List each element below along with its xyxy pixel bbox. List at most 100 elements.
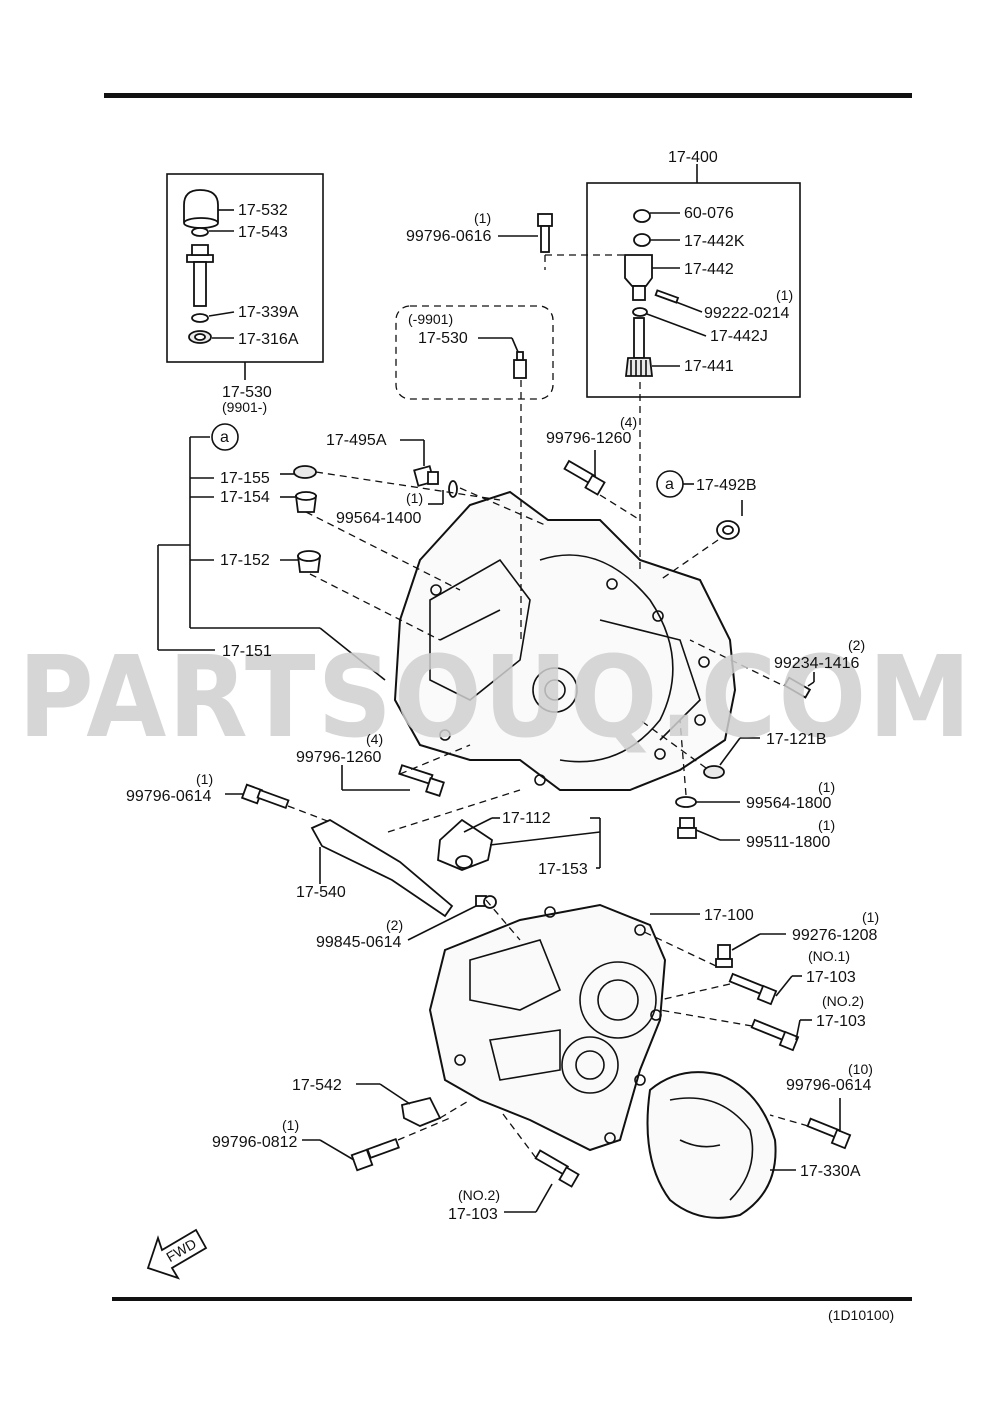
label-17-540: 17-540 — [296, 884, 346, 901]
bolt-99796-0614-left — [240, 783, 290, 810]
label-17-542: 17-542 — [292, 1077, 342, 1094]
clutch-housing — [393, 490, 737, 791]
label-17-400: 17-400 — [668, 149, 718, 166]
transmission-case — [428, 903, 667, 1152]
label-17-103-no2-bottom: 17-103 — [448, 1206, 498, 1223]
plug-17-495A — [413, 465, 439, 487]
part-17-492B-bushing — [716, 520, 740, 540]
label-qty-99796-1260-bottom: (4) — [366, 731, 383, 747]
label-variant-9901-old: (-9901) — [408, 311, 453, 327]
part-99222-0214-pin — [654, 289, 680, 304]
label-17-154: 17-154 — [220, 489, 270, 506]
label-17-530-new: 17-530 — [222, 384, 272, 401]
label-qty-99564-1800: (1) — [818, 779, 835, 795]
label-99796-0616: 99796-0616 — [406, 228, 492, 245]
label-17-316A: 17-316A — [238, 331, 299, 348]
label-17-153: 17-153 — [538, 861, 588, 878]
end-cover — [646, 1071, 777, 1219]
label-17-339A: 17-339A — [238, 304, 299, 321]
bolt-17-103-no1 — [728, 972, 778, 1006]
bolt-99276-1208 — [715, 944, 733, 968]
label-17-492B: 17-492B — [696, 477, 757, 494]
label-17-442K: 17-442K — [684, 233, 745, 250]
label-99511-1800: 99511-1800 — [746, 834, 830, 851]
label-qty-99222-0214: (1) — [776, 287, 793, 303]
label-17-151: 17-151 — [222, 643, 272, 660]
part-sensor-shaft — [186, 244, 214, 307]
label-no1: (NO.1) — [808, 948, 850, 964]
label-qty-99234-1416: (2) — [848, 637, 865, 653]
label-qty-99796-0812: (1) — [282, 1117, 299, 1133]
bolt-99845-0614 — [475, 895, 497, 909]
bolt-99796-0616 — [498, 213, 553, 253]
label-17-112: 17-112 — [502, 810, 551, 827]
label-99276-1208: 99276-1208 — [792, 927, 878, 944]
part-17-152-bushing — [296, 550, 322, 573]
bolt-99796-0812 — [350, 1137, 400, 1172]
label-99796-0614-left: 99796-0614 — [126, 788, 212, 805]
fwd-arrow-icon — [146, 1228, 208, 1280]
label-17-152: 17-152 — [220, 552, 270, 569]
diagram-code: (1D10100) — [828, 1307, 894, 1323]
top-rule — [104, 93, 912, 98]
label-17-103-no2-right: 17-103 — [816, 1013, 866, 1030]
bracket-17-112 — [437, 818, 494, 871]
part-labels: 17-400 60-076 17-442K 17-442 (1) 99222-0… — [126, 149, 894, 1323]
watermark-text: PARTSOUQ.COM — [18, 633, 973, 763]
label-qty-99796-1260-top: (4) — [620, 414, 637, 430]
gasket-99564-1400 — [448, 480, 458, 498]
part-17-530-sensor-old — [478, 337, 527, 379]
label-qty-99796-0614-left: (1) — [196, 771, 213, 787]
label-99222-0214: 99222-0214 — [704, 305, 790, 322]
label-99234-1416: 99234-1416 — [774, 655, 860, 672]
part-17-441-gear — [624, 317, 654, 377]
part-60-076-cap — [633, 209, 651, 223]
reference-marker-a-left — [211, 423, 239, 451]
part-17-442K-ring — [633, 233, 651, 247]
label-99796-1260-bottom: 99796-1260 — [296, 749, 382, 766]
pin-99234-1416 — [783, 676, 812, 699]
label-qty-99796-0616: (1) — [474, 210, 491, 226]
label-marker-a-left: a — [220, 429, 229, 446]
bracket-17-540 — [310, 818, 454, 918]
reference-marker-a-right — [656, 470, 684, 498]
bolt-99796-1260-bottom — [398, 764, 445, 797]
part-17-442-sleeve — [624, 254, 653, 301]
bolt-17-103-no2-bottom — [534, 1149, 580, 1188]
bottom-rule — [112, 1297, 912, 1301]
label-marker-a-right: a — [665, 476, 674, 493]
bolt-99796-0614-cover — [806, 1117, 852, 1150]
label-qty-99511-1800: (1) — [818, 817, 835, 833]
label-17-103-no1: 17-103 — [806, 969, 856, 986]
label-17-155: 17-155 — [220, 470, 270, 487]
label-17-495A: 17-495A — [326, 432, 387, 449]
bracket-17-542 — [400, 1096, 442, 1127]
label-17-121B: 17-121B — [766, 731, 827, 748]
part-17-316A-seal — [188, 330, 212, 344]
label-qty-99796-0614-cover: (10) — [848, 1061, 873, 1077]
speedometer-parts-box — [586, 182, 801, 398]
label-variant-9901-new: (9901-) — [222, 399, 267, 415]
label-17-543: 17-543 — [238, 224, 288, 241]
bolt-99796-1260-top — [563, 459, 606, 496]
bolt-17-103-no2-right — [750, 1018, 800, 1052]
label-99845-0614: 99845-0614 — [316, 934, 402, 951]
label-qty-99845-0614: (2) — [386, 917, 403, 933]
label-99796-0614-cover: 99796-0614 — [786, 1077, 872, 1094]
washer-99564-1800 — [675, 796, 697, 808]
label-qty-99276-1208: (1) — [862, 909, 879, 925]
label-17-441: 17-441 — [684, 358, 734, 375]
part-17-442J-oring — [632, 307, 648, 317]
assembly-dashed-lines — [287, 254, 809, 1159]
part-17-121B-seal — [703, 765, 725, 779]
label-17-100: 17-100 — [704, 907, 754, 924]
part-17-532-cap — [183, 189, 219, 229]
variant-box-9901 — [395, 305, 554, 400]
label-17-330A: 17-330A — [800, 1163, 861, 1180]
label-17-442J: 17-442J — [710, 328, 768, 345]
part-17-154-bushing — [294, 491, 318, 513]
label-17-532: 17-532 — [238, 202, 288, 219]
label-60-076: 60-076 — [684, 205, 734, 222]
label-no2-right: (NO.2) — [822, 993, 864, 1009]
